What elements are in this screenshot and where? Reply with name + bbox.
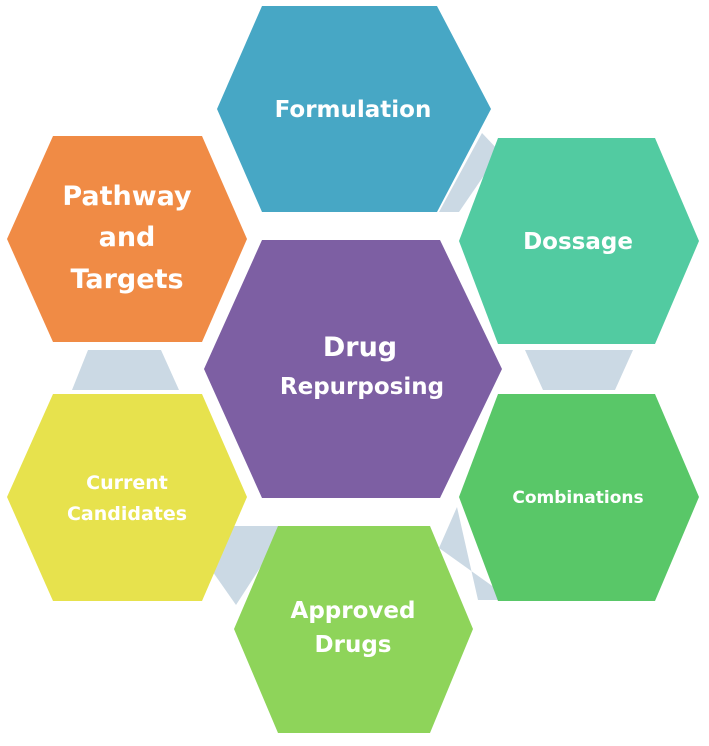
connector-candidates-approved: [208, 526, 287, 605]
label-center-line1: Drug: [323, 332, 397, 363]
hexagon-current-candidates: [7, 394, 247, 601]
hexagon-approved-drugs: [234, 526, 473, 733]
hexagon-drug-repurposing: [204, 240, 502, 498]
label-combinations: Combinations: [512, 488, 643, 508]
connector-pathway-candidates: [72, 350, 179, 390]
label-center-line2: Repurposing: [280, 374, 444, 400]
label-formulation: Formulation: [275, 97, 432, 123]
hexagon-combinations: [459, 394, 699, 601]
label-dossage: Dossage: [523, 229, 633, 255]
hexagon-formulation: [217, 6, 491, 212]
hexagon-pathway-targets: [7, 136, 247, 342]
connector-dossage-combinations: [525, 350, 633, 390]
label-current-line2: Candidates: [67, 503, 187, 525]
connector-formulation-dossage: [439, 133, 500, 212]
label-current-line1: Current: [86, 472, 168, 494]
connector-approved-combinations: [439, 507, 512, 600]
label-approved-line2: Drugs: [315, 632, 392, 658]
label-approved-line1: Approved: [291, 598, 416, 624]
label-pathway-line2: and: [99, 222, 156, 253]
label-pathway-line1: Pathway: [62, 181, 192, 212]
hexagon-dossage: [459, 138, 699, 344]
label-pathway-line3: Targets: [70, 264, 183, 295]
